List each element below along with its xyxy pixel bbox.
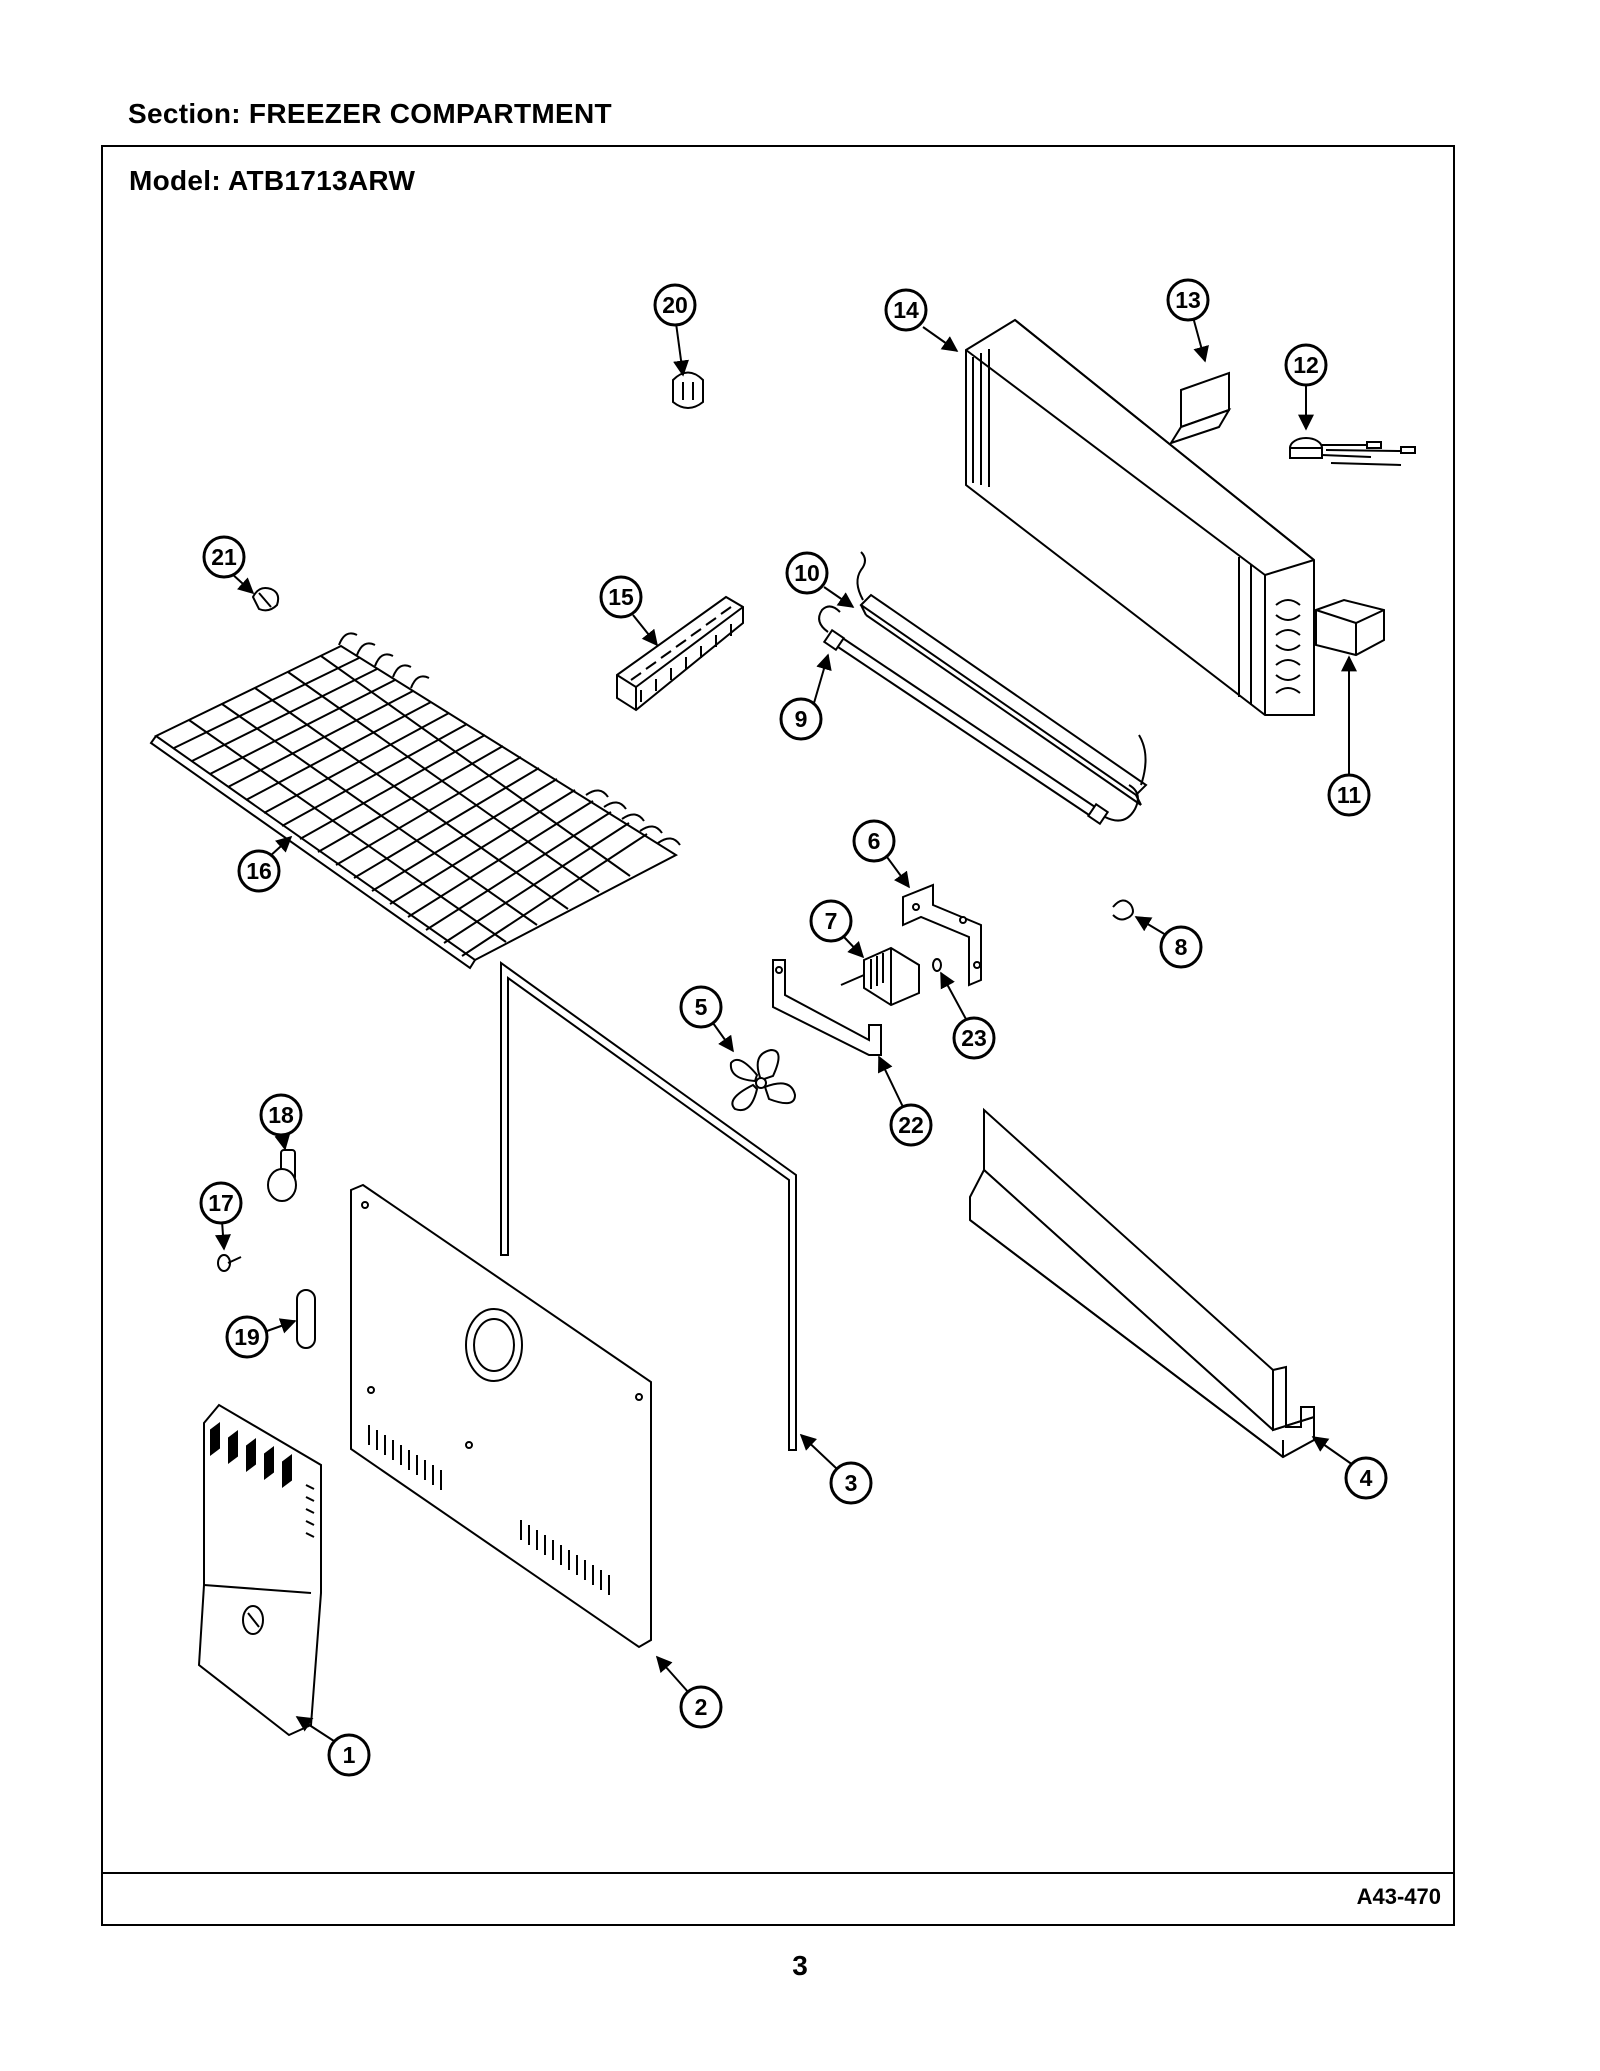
gasket-3-part bbox=[500, 961, 797, 1451]
diagram-code: A43-470 bbox=[1356, 1884, 1441, 1909]
knob-18-part bbox=[267, 1149, 297, 1202]
cap-20-part bbox=[672, 371, 704, 409]
callout-4: 4 bbox=[1311, 1436, 1388, 1500]
fan-motor-7-part bbox=[840, 946, 920, 1007]
callout-number: 19 bbox=[234, 1324, 260, 1350]
callout-number: 14 bbox=[893, 297, 919, 323]
callout-number: 3 bbox=[845, 1470, 858, 1496]
ice-tray-15-part bbox=[616, 595, 744, 712]
bracket-13-part bbox=[1168, 371, 1232, 445]
callout-12: 12 bbox=[1284, 343, 1328, 431]
callout-number: 22 bbox=[898, 1112, 924, 1138]
callout-number: 1 bbox=[343, 1742, 356, 1768]
heater-9-part bbox=[818, 605, 1139, 826]
callout-number: 4 bbox=[1360, 1465, 1373, 1491]
callout-17: 17 bbox=[199, 1181, 243, 1251]
callout-number: 5 bbox=[695, 994, 708, 1020]
callout-number: 18 bbox=[268, 1102, 294, 1128]
callout-5: 5 bbox=[679, 985, 734, 1053]
callout-22: 22 bbox=[878, 1055, 933, 1147]
washer-23-part bbox=[932, 958, 942, 972]
clip-8-part bbox=[1112, 899, 1134, 921]
callout-number: 13 bbox=[1175, 287, 1201, 313]
drain-trough-4-part bbox=[969, 1107, 1315, 1459]
callout-number: 17 bbox=[208, 1190, 234, 1216]
callout-number: 7 bbox=[825, 908, 838, 934]
bracket-22-part bbox=[772, 959, 882, 1056]
callout-2: 2 bbox=[655, 1655, 723, 1729]
callout-number: 9 bbox=[795, 706, 808, 732]
exploded-parts-diagram: 1 2 3 4 5 6 7 8 9 10 bbox=[149, 278, 1416, 1777]
callout-20: 20 bbox=[653, 283, 697, 377]
callout-number: 21 bbox=[211, 544, 237, 570]
page-number: 3 bbox=[792, 1950, 808, 1981]
callout-23: 23 bbox=[940, 971, 996, 1060]
terminal-block-11-part bbox=[1315, 598, 1385, 657]
clip-21-part bbox=[251, 587, 280, 612]
callout-number: 23 bbox=[961, 1025, 987, 1051]
rear-panel-2-part bbox=[350, 1183, 652, 1649]
diagram-frame: Model: ATB1713ARW A43-470 bbox=[101, 145, 1455, 1926]
callout-number: 6 bbox=[868, 828, 881, 854]
model-title: Model: ATB1713ARW bbox=[129, 165, 416, 196]
callout-3: 3 bbox=[799, 1433, 873, 1505]
bracket-6-part bbox=[902, 883, 982, 987]
callout-7: 7 bbox=[809, 899, 865, 959]
callout-8: 8 bbox=[1134, 916, 1203, 969]
section-title: Section: FREEZER COMPARTMENT bbox=[128, 98, 612, 129]
callout-number: 8 bbox=[1175, 934, 1188, 960]
wire-shelf-16-part bbox=[149, 632, 681, 970]
callout-13: 13 bbox=[1166, 278, 1210, 363]
callout-number: 2 bbox=[695, 1694, 708, 1720]
control-housing-1-part bbox=[197, 1403, 322, 1737]
screw-17-part bbox=[217, 1254, 242, 1272]
callout-19: 19 bbox=[225, 1315, 297, 1359]
fan-blade-5-part bbox=[729, 1048, 797, 1111]
callout-number: 20 bbox=[662, 292, 688, 318]
callout-21: 21 bbox=[202, 535, 255, 595]
evaporator-part bbox=[965, 318, 1315, 716]
callout-15: 15 bbox=[599, 575, 658, 647]
callout-14: 14 bbox=[884, 288, 959, 352]
callout-number: 12 bbox=[1293, 352, 1319, 378]
callout-number: 10 bbox=[794, 560, 820, 586]
callout-10: 10 bbox=[785, 551, 855, 608]
callout-6: 6 bbox=[852, 819, 910, 889]
callout-number: 15 bbox=[608, 584, 634, 610]
callout-16: 16 bbox=[237, 835, 293, 893]
frame-divider bbox=[103, 1872, 1453, 1874]
sensor-12-part bbox=[1289, 437, 1416, 466]
callout-number: 11 bbox=[1337, 782, 1362, 808]
callout-1: 1 bbox=[295, 1716, 371, 1777]
lens-19-part bbox=[296, 1289, 316, 1349]
callout-number: 16 bbox=[246, 858, 272, 884]
callout-18: 18 bbox=[259, 1093, 303, 1151]
callout-9: 9 bbox=[779, 653, 832, 741]
callout-11: 11 bbox=[1327, 655, 1371, 817]
